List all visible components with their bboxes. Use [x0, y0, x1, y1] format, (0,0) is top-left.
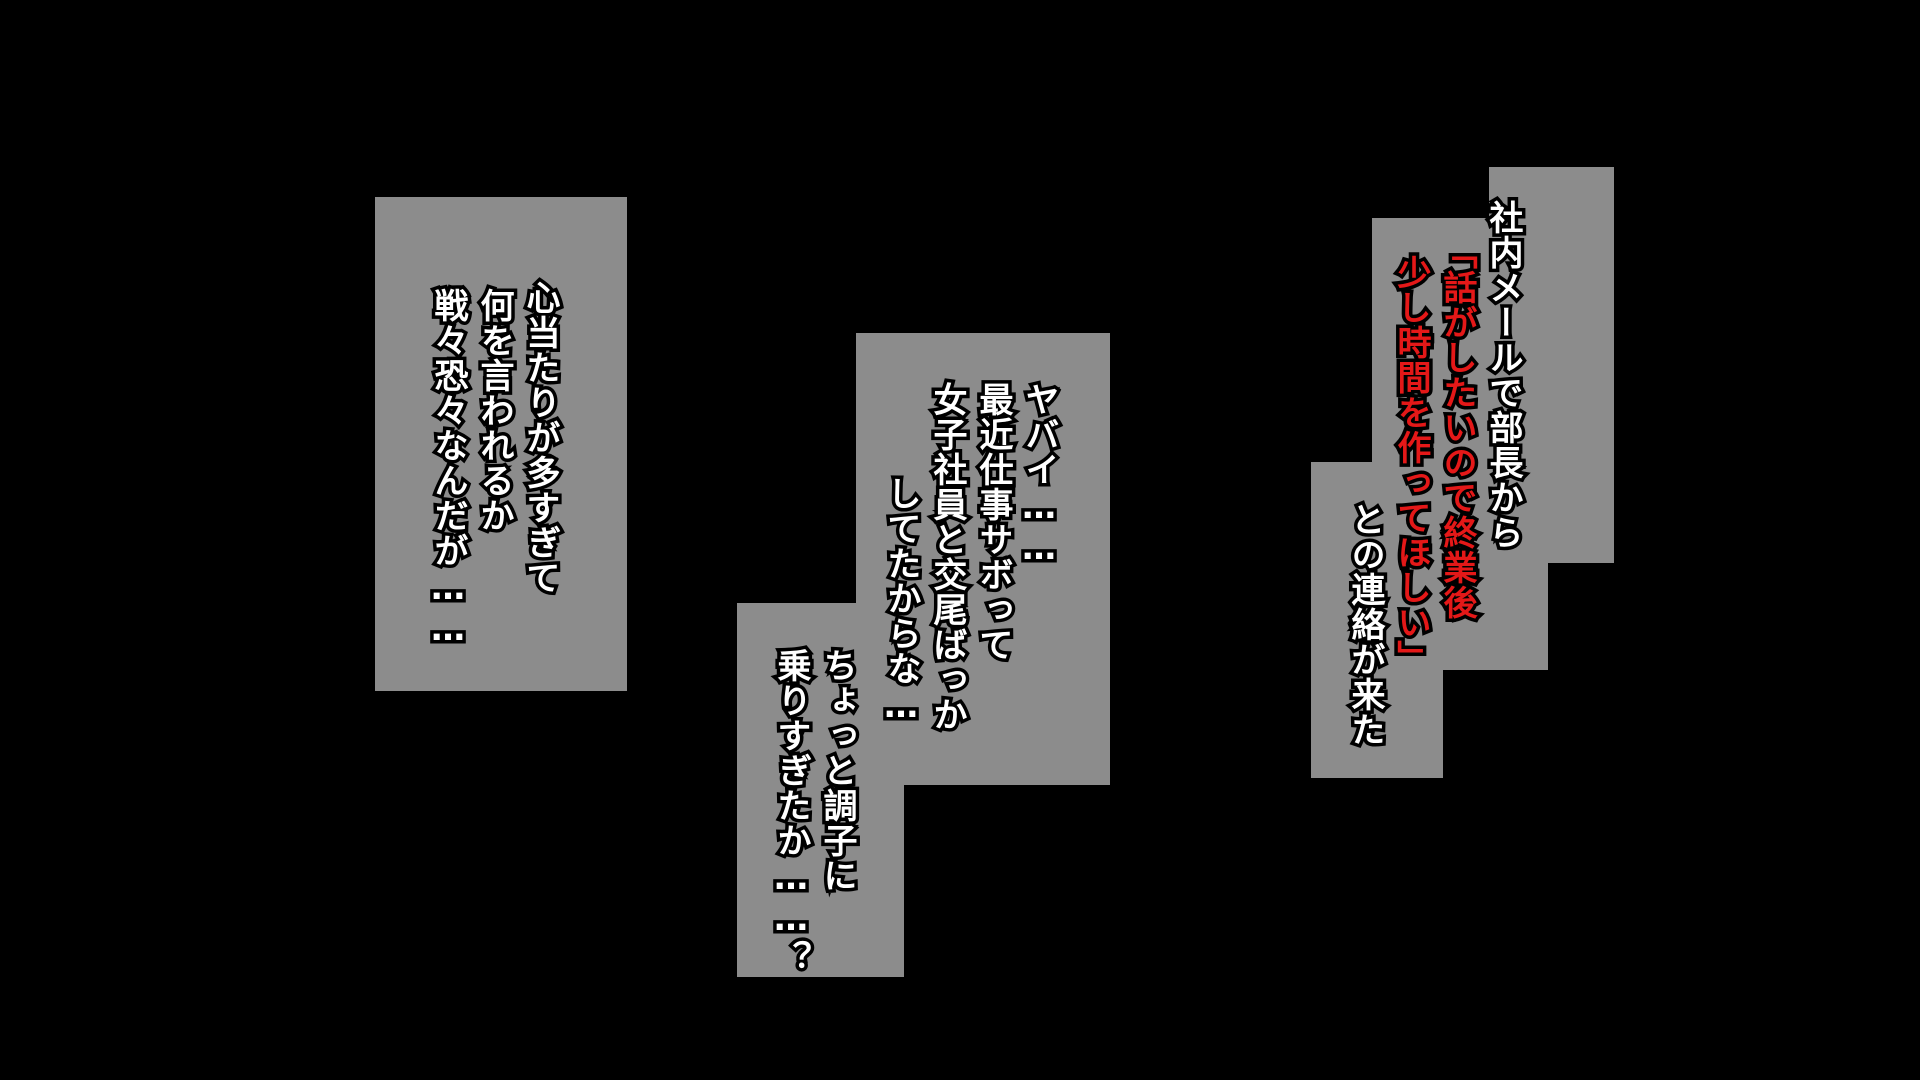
narration-line: 戦々恐々なんだが…… [425, 285, 472, 654]
narration-text-middle-upper: ヤバイ…… 最近仕事サボって 女子社員と交尾ばっか してたからな… [878, 379, 1063, 736]
narration-line: 社内メールで部長から [1480, 197, 1527, 554]
narration-text-right: 社内メールで部長から 「話がしたいので終業後 少し時間を作ってほしい」 との連絡… [1342, 197, 1527, 751]
narration-line: してたからな… [878, 473, 925, 731]
narration-line: 何を言われるか [471, 285, 518, 537]
narration-text-middle-lower: ちょっと調子に 乗りすぎたか……？ [768, 645, 861, 979]
narration-line: との連絡が来た [1342, 499, 1389, 751]
narration-line: 乗りすぎたか……？ [768, 645, 815, 979]
quote-line: 少し時間を作ってほしい」 [1388, 252, 1435, 679]
narration-line: ちょっと調子に [814, 645, 861, 897]
narration-line: ヤバイ…… [1016, 379, 1063, 573]
narration-panel-left [375, 197, 627, 691]
narration-line: 心当たりが多すぎて [517, 277, 564, 599]
narration-panel-right-bottom [1311, 462, 1443, 778]
narration-line: 女子社員と交尾ばっか [924, 379, 971, 736]
quote-line: 「話がしたいので終業後 [1434, 232, 1481, 624]
narration-text-left: 心当たりが多すぎて 何を言われるか 戦々恐々なんだが…… [425, 277, 564, 654]
narration-line: 最近仕事サボって [970, 379, 1017, 666]
narration-panel-middle-lower [737, 603, 904, 977]
